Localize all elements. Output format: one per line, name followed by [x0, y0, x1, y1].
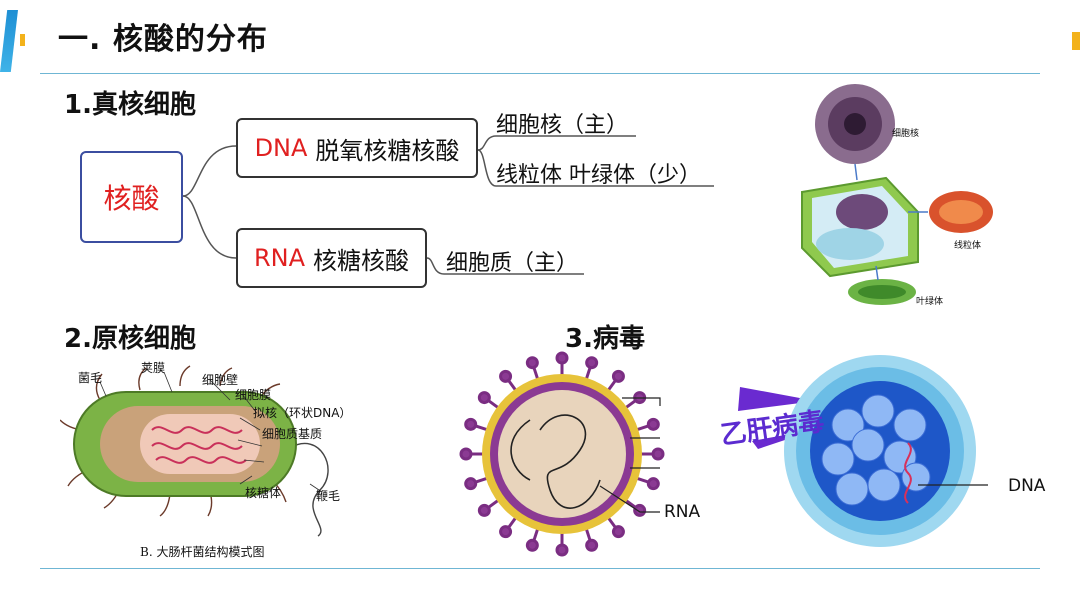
virus-spike-head [651, 447, 665, 461]
virus-spike-head [585, 356, 599, 370]
label-dna: DNA [1008, 476, 1046, 496]
page-title: 一. 核酸的分布 [58, 22, 268, 57]
virus-spike-head [585, 538, 599, 552]
label-nucleoid: 拟核（环状DNA） [253, 406, 352, 420]
virus-spike-head [477, 391, 491, 405]
label-chloroplast: 叶绿体 [916, 297, 944, 307]
virus-spike-head [555, 351, 569, 365]
title-rule [40, 73, 1040, 74]
plant-cell-illustration [801, 84, 993, 305]
virus-spike-head [464, 417, 478, 431]
figure-caption: B. 大肠杆菌结构模式图 [140, 545, 265, 559]
section1-heading: 1.真核细胞 [64, 90, 196, 120]
section2-heading: 2.原核细胞 [64, 324, 196, 354]
dna-box: DNA 脱氧核糖核酸 [236, 118, 478, 178]
dna-leaf-nucleus: 细胞核（主） [496, 113, 629, 138]
label-mitochondria: 线粒体 [954, 241, 982, 251]
label-flagellum: 鞭毛 [316, 489, 341, 503]
virus-spike-head [525, 538, 539, 552]
label-capsule: 荚膜 [141, 361, 166, 375]
dna-leaf-organelles: 线粒体 叶绿体（少） [496, 163, 701, 188]
hbv-illustration [738, 355, 988, 547]
virus-spike-head [464, 477, 478, 491]
rna-leaf-cytoplasm: 细胞质（主） [446, 251, 579, 276]
virus-spike-head [459, 447, 473, 461]
virus-spike-head [499, 525, 513, 539]
bacterium-illustration [60, 365, 329, 537]
virus-spike-head [477, 503, 491, 517]
virus-spike-head [646, 477, 660, 491]
rna-box-desc: 核糖核酸 [313, 246, 410, 275]
nucleic-acid-root-box: 核酸 [80, 151, 183, 243]
rna-box-name: RNA [253, 244, 306, 272]
rna-box: RNA 核糖核酸 [236, 228, 427, 288]
label-cell-wall: 细胞壁 [202, 373, 239, 387]
label-rna: RNA [664, 502, 701, 522]
accent-mark-right [1072, 32, 1080, 50]
virus-spike-head [611, 525, 625, 539]
label-pili: 菌毛 [78, 371, 103, 385]
virus-spike-head [555, 543, 569, 557]
root-label: 核酸 [103, 182, 160, 215]
label-membrane: 细胞膜 [235, 388, 272, 402]
section3-heading: 3.病毒 [565, 324, 645, 354]
bottom-rule [40, 568, 1040, 569]
rna-virus-illustration [459, 351, 665, 557]
virus-spike-head [646, 417, 660, 431]
virus-spike-head [499, 369, 513, 383]
dna-box-desc: 脱氧核糖核酸 [315, 136, 460, 165]
label-nucleus: 细胞核 [892, 129, 920, 139]
label-cytoplasm: 细胞质基质 [262, 427, 323, 441]
accent-mark-left [20, 34, 25, 46]
virus-spike-head [611, 369, 625, 383]
virus-spike-head [633, 503, 647, 517]
label-ribosome: 核糖体 [245, 486, 282, 500]
virus-spike-head [525, 356, 539, 370]
dna-box-name: DNA [254, 134, 308, 162]
